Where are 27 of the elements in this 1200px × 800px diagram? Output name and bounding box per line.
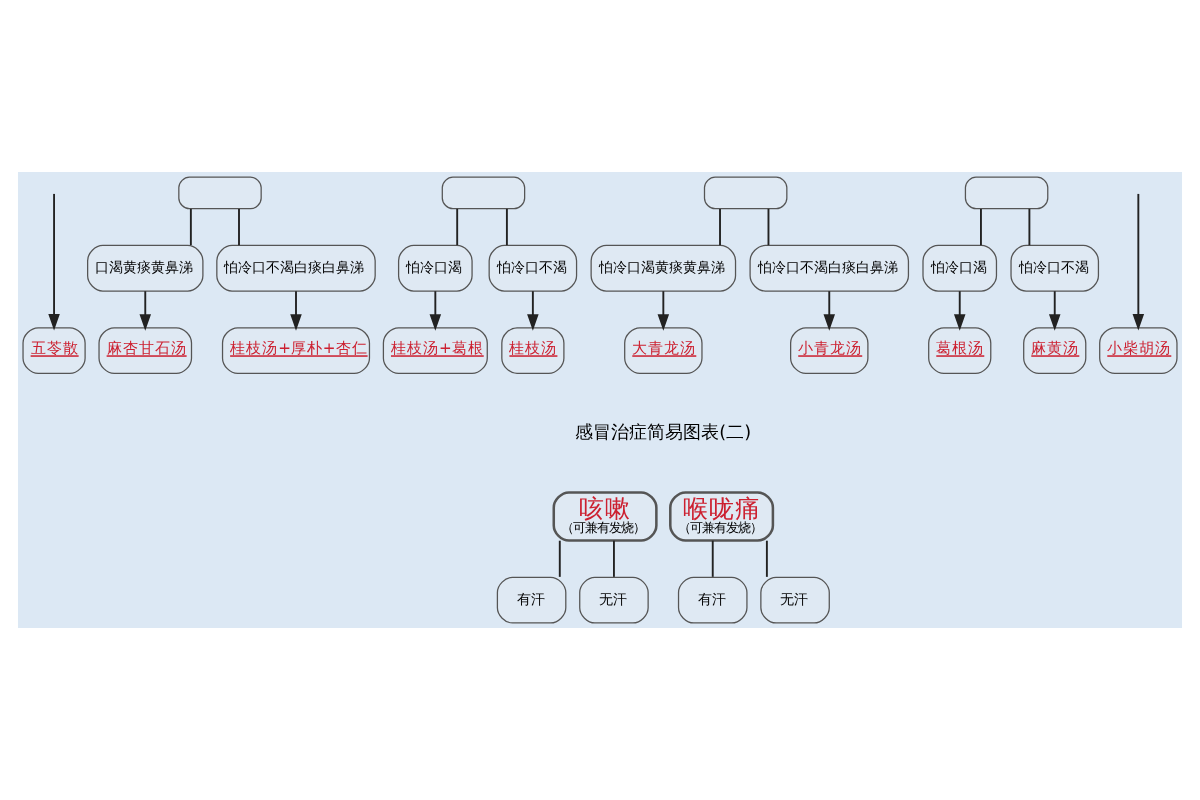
node-box bbox=[441, 176, 526, 210]
connector bbox=[767, 207, 770, 247]
arrow bbox=[527, 290, 539, 331]
connector bbox=[711, 539, 714, 578]
arrow bbox=[1048, 290, 1061, 331]
node-box bbox=[703, 176, 788, 210]
connector bbox=[456, 207, 459, 247]
connector bbox=[189, 207, 192, 247]
arrow bbox=[48, 192, 60, 331]
arrow bbox=[429, 290, 442, 331]
connector bbox=[719, 207, 721, 247]
connector bbox=[612, 539, 615, 578]
arrow bbox=[1132, 192, 1145, 331]
connector bbox=[505, 207, 508, 247]
arrow bbox=[953, 290, 966, 331]
arrow bbox=[139, 290, 152, 331]
node-box bbox=[964, 176, 1049, 210]
connector bbox=[765, 539, 768, 578]
connector bbox=[238, 207, 240, 247]
connector bbox=[558, 539, 561, 578]
node-box bbox=[178, 176, 262, 210]
label: 感冒治症简易图表(二) bbox=[575, 423, 752, 444]
arrow bbox=[657, 290, 670, 331]
connector bbox=[980, 207, 982, 247]
arrow bbox=[290, 290, 302, 331]
arrow bbox=[823, 290, 836, 331]
connector bbox=[1028, 207, 1031, 247]
